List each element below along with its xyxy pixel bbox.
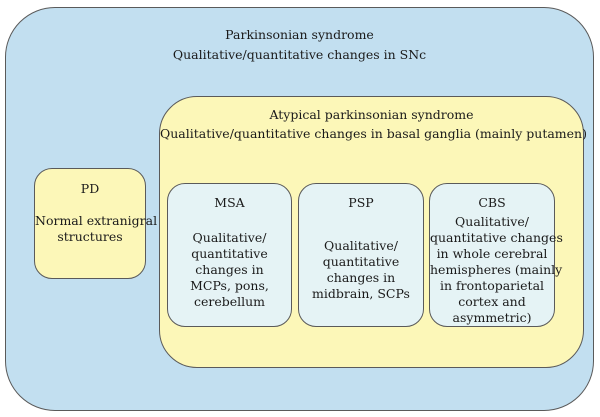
psp-description-line: Qualitative/ bbox=[324, 238, 398, 253]
cbs-description-line: in whole cerebral bbox=[436, 246, 548, 261]
pd-title: PD bbox=[80, 181, 100, 196]
cbs-description-line: hemispheres (mainly bbox=[430, 262, 563, 277]
msa-description-line: quantitative bbox=[191, 246, 268, 261]
msa-description-line: cerebellum bbox=[193, 294, 266, 309]
cbs-description-line: Qualitative/ bbox=[455, 214, 529, 229]
cbs-box: CBS Qualitative/ quantitative changes in… bbox=[429, 183, 563, 327]
cbs-description-line: asymmetric) bbox=[452, 310, 532, 325]
msa-description-line: Qualitative/ bbox=[192, 230, 267, 245]
cbs-title: CBS bbox=[478, 195, 506, 210]
cbs-description-line: in frontoparietal bbox=[439, 278, 545, 293]
pd-box: PD Normal extranigral structures bbox=[34, 168, 158, 279]
atypical-parkinsonian-syndrome-title: Atypical parkinsonian syndrome bbox=[269, 107, 474, 122]
psp-box: PSP Qualitative/ quantitative changes in… bbox=[298, 183, 424, 327]
psp-description-line: changes in bbox=[326, 270, 396, 285]
msa-title: MSA bbox=[214, 195, 245, 210]
cbs-description-line: quantitative changes bbox=[430, 230, 563, 245]
atypical-parkinsonian-syndrome-description: Qualitative/quantitative changes in basa… bbox=[160, 126, 587, 141]
msa-description-line: MCPs, pons, bbox=[190, 278, 269, 293]
psp-description-line: quantitative bbox=[322, 254, 400, 269]
pd-description-line: structures bbox=[57, 229, 123, 244]
parkinsonian-syndrome-title: Parkinsonian syndrome bbox=[225, 27, 374, 42]
msa-box: MSA Qualitative/ quantitative changes in… bbox=[167, 183, 292, 327]
parkinsonian-syndrome-description: Qualitative/quantitative changes in SNc bbox=[172, 47, 427, 62]
pd-description-line: Normal extranigral bbox=[35, 213, 158, 228]
cbs-description-line: cortex and bbox=[458, 294, 526, 309]
psp-title: PSP bbox=[348, 195, 374, 210]
msa-description-line: changes in bbox=[195, 262, 264, 277]
psp-description-line: midbrain, SCPs bbox=[312, 286, 410, 301]
